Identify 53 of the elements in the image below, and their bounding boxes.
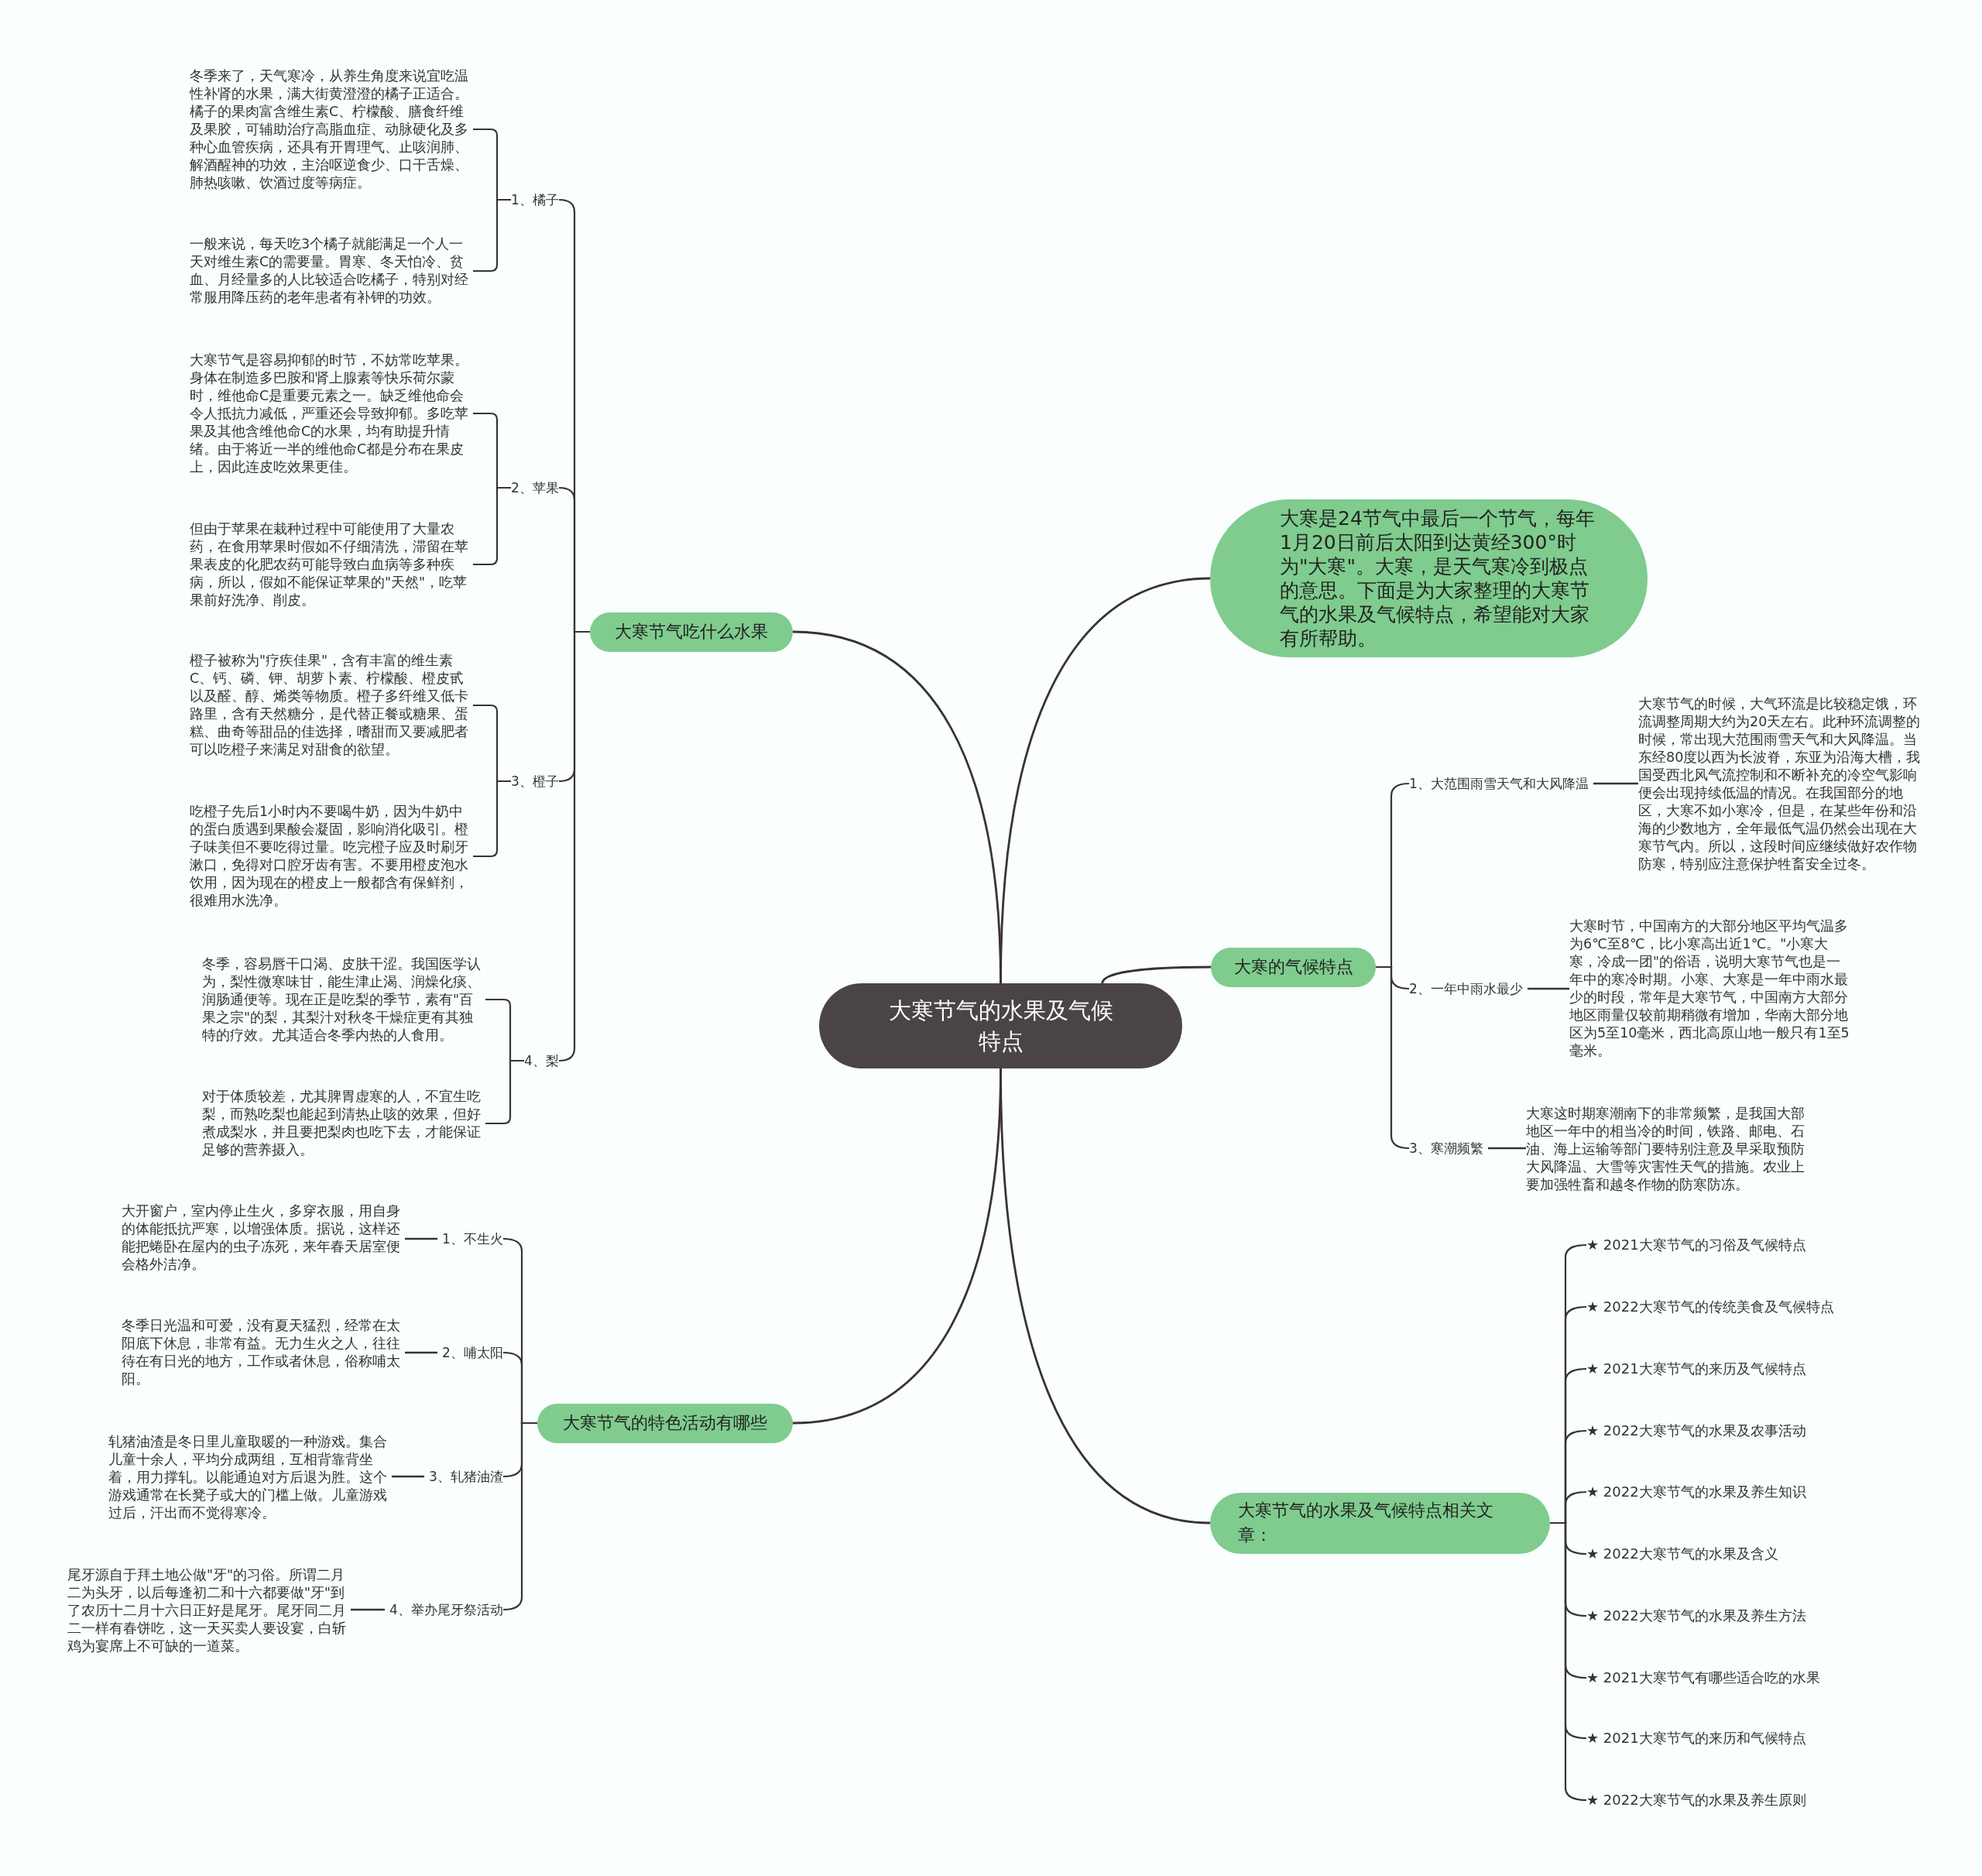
note-paragraph: 大寒时节，中国南方的大部分地区平均气温多为6℃至8℃，比小寒高出近1℃。"小寒大寒，冷成一团"的俗语，说明大寒节气也是一年中的寒冷时期。小寒、大寒是一年中雨水最少的时段，常年是大寒节气，中国南方大部分地区雨量仅较前期稍微有增加，华南大部分地区为5至10毫米，西北高原山地一般只有1至5毫米。 xyxy=(1569,917,1853,1060)
subtopic-label: 4、举办尾牙祭活动 xyxy=(389,1601,503,1618)
subtopic-label: 3、轧猪油渣 xyxy=(429,1468,503,1485)
connector-line xyxy=(351,1608,385,1611)
central-topic-bubble: 大寒节气的水果及气候特点 xyxy=(819,983,1182,1068)
note-paragraph: 橙子被称为"疗疾佳果"，含有丰富的维生素C、钙、磷、钾、胡萝卜素、柠檬酸、橙皮甙以及醛、醇、烯类等物质。橙子多纤维又低卡路里，含有天然糖分，是代替正餐或糖果、蛋糕、曲奇等甜品的佳选择，嗜甜而又要减肥者可以吃橙子来满足对甜食的欲望。 xyxy=(190,652,473,759)
subtopic-label: 2、一年中雨水最少 xyxy=(1409,980,1523,997)
subtopic-label: 2、哺太阳 xyxy=(442,1344,503,1361)
article-title: ★ 2021大寒节气有哪些适合吃的水果 xyxy=(1586,1669,1820,1687)
article-title: ★ 2022大寒节气的水果及养生原则 xyxy=(1586,1791,1806,1809)
note-paragraph: 一般来说，每天吃3个橘子就能满足一个人一天对维生素C的需要量。胃寒、冬天怕冷、贫血、月经量多的人比较适合吃橘子，特别对经常服用降压药的老年患者有补钾的功效。 xyxy=(190,235,473,307)
article-title: ★ 2022大寒节气的水果及养生方法 xyxy=(1586,1607,1806,1625)
note-paragraph: 冬季，容易唇干口渴、皮肤干涩。我国医学认为，梨性微寒味甘，能生津止渴、润燥化痰、润肠通便等。现在正是吃梨的季节，素有"百果之宗"的梨，其梨汁对秋冬干燥症更有其独特的疗效。尤其适合冬季内热的人食用。 xyxy=(202,955,485,1044)
article-title: ★ 2021大寒节气的来历及气候特点 xyxy=(1586,1360,1806,1378)
article-title: ★ 2022大寒节气的水果及农事活动 xyxy=(1586,1422,1806,1440)
article-title: ★ 2022大寒节气的水果及含义 xyxy=(1586,1545,1778,1563)
connector-line xyxy=(392,1475,424,1478)
connector-line xyxy=(405,1351,437,1354)
note-paragraph: 大寒节气是容易抑郁的时节，不妨常吃苹果。身体在制造多巴胺和肾上腺素等快乐荷尔蒙时，维他命C是重要元素之一。缺乏维他命会令人抵抗力减低，严重还会导致抑郁。多吃苹果及其他含维他命C的水果，均有助提升情绪。由于将近一半的维他命C都是分布在果皮上，因此连皮吃效果更佳。 xyxy=(190,351,473,476)
subtopic-label: 1、不生火 xyxy=(442,1230,503,1247)
connector-line xyxy=(1550,1521,1587,1802)
subtopic-label: 1、橘子 xyxy=(511,191,559,208)
intro-bubble: 大寒是24节气中最后一个节气，每年1月20日前后太阳到达黄经300°时为"大寒"。大寒，是天气寒冷到极点的意思。下面是为大家整理的大寒节气的水果及气候特点，希望能对大家有所帮助。 xyxy=(1210,499,1648,657)
connector-line xyxy=(1488,1147,1526,1150)
subtopic-label: 3、寒潮频繁 xyxy=(1409,1140,1483,1157)
note-paragraph: 吃橙子先后1小时内不要喝牛奶，因为牛奶中的蛋白质遇到果酸会凝固，影响消化吸引。橙子味美但不要吃得过量。吃完橙子应及时刷牙漱口，免得对口腔牙齿有害。不要用橙皮泡水饮用，因为现在的橙皮上一般都含有保鲜剂，很难用水洗净。 xyxy=(190,803,473,910)
note-paragraph: 冬季日光温和可爱，没有夏天猛烈，经常在太阳底下休息，非常有益。无力生火之人，往往待在有日光的地方，工作或者休息，俗称哺太阳。 xyxy=(122,1317,405,1388)
article-title: ★ 2021大寒节气的来历和气候特点 xyxy=(1586,1729,1806,1747)
connector-line xyxy=(1101,965,1211,984)
article-title: ★ 2021大寒节气的习俗及气候特点 xyxy=(1586,1236,1806,1254)
note-paragraph: 尾牙源自于拜土地公做"牙"的习俗。所谓二月二为头牙，以后每逢初二和十六都要做"牙"到了农历十二月十六日正好是尾牙。尾牙同二月二一样有春饼吃，这一天买卖人要设宴，白斩鸡为宴席上不可缺的一道菜。 xyxy=(67,1566,351,1655)
subtopic-label: 2、苹果 xyxy=(511,479,559,496)
note-paragraph: 大寒这时期寒潮南下的非常频繁，是我国大部地区一年中的相当冷的时间，铁路、邮电、石油、海上运输等部门要特别注意及早采取预防大风降温、大雪等灾害性天气的措施。农业上要加强牲畜和越冬作物的防寒防冻。 xyxy=(1526,1104,1809,1194)
subtopic-label: 3、橙子 xyxy=(511,773,559,790)
connector-line xyxy=(1000,1068,1211,1524)
subtopic-label: 4、梨 xyxy=(524,1052,559,1069)
topic-bubble: 大寒节气的水果及气候特点相关文章： xyxy=(1210,1492,1550,1554)
note-paragraph: 大开窗户，室内停止生火，多穿衣服，用自身的体能抵抗严寒，以增强体质。据说，这样还能把蜷卧在屋内的虫子冻死，来年春天居室便会格外洁净。 xyxy=(122,1202,405,1274)
subtopic-label: 1、大范围雨雪天气和大风降温 xyxy=(1409,775,1589,792)
connector-line xyxy=(792,630,1002,984)
note-paragraph: 对于体质较差，尤其脾胃虚寒的人，不宜生吃梨，而熟吃梨也能起到清热止咳的效果，但好煮成梨水，并且要把梨肉也吃下去，才能保证足够的营养摄入。 xyxy=(202,1088,485,1159)
connector-line xyxy=(1593,782,1638,785)
note-paragraph: 轧猪油渣是冬日里儿童取暖的一种游戏。集合儿童十余人，平均分成两组，互相背靠背坐着，用力撑轧。以能通迫对方后退为胜。这个游戏通常在长凳子或大的门槛上做。儿童游戏过后，汗出而不觉得寒冷。 xyxy=(108,1432,392,1522)
connector-line xyxy=(405,1237,437,1240)
note-paragraph: 但由于苹果在栽种过程中可能使用了大量农药，在食用苹果时假如不仔细清洗，滞留在苹果表皮的化肥农药可能导致白血病等多种疾病，所以，假如不能保证苹果的"天然"，吃苹果前好洗净、削皮。 xyxy=(190,520,473,609)
topic-bubble: 大寒节气的特色活动有哪些 xyxy=(537,1403,793,1443)
note-paragraph: 大寒节气的时候，大气环流是比较稳定饿，环流调整周期大约为20天左右。此种环流调整的时候，常出现大范围雨雪天气和大风降温。当东经80度以西为长波脊，东亚为沿海大槽，我国受西北风气流控制和不断补充的冷空气影响便会出现持续低温的情况。在我国部分的地区，大寒不如小寒冷，但是，在某些年份和沿海的少数地方，全年最低气温仍然会出现在大寒节气内。所以，这段时间应继续做好农作物防寒，特别应注意保护牲畜安全过冬。 xyxy=(1638,695,1923,873)
article-title: ★ 2022大寒节气的水果及养生知识 xyxy=(1586,1483,1806,1501)
note-paragraph: 冬季来了，天气寒冷，从养生角度来说宜吃温性补肾的水果，满大街黄澄澄的橘子正适合。橘子的果肉富含维生素C、柠檬酸、膳食纤维及果胶，可辅助治疗高脂血症、动脉硬化及多种心血管疾病，还具有开胃理气、止咳润肺、解酒醒神的功效，主治呕逆食少、口干舌燥、肺热咳嗽、饮酒过度等病症。 xyxy=(190,67,473,192)
connector-line xyxy=(1528,987,1569,990)
article-title: ★ 2022大寒节气的传统美食及气候特点 xyxy=(1586,1298,1834,1316)
topic-bubble: 大寒的气候特点 xyxy=(1211,947,1376,987)
topic-bubble: 大寒节气吃什么水果 xyxy=(590,612,793,652)
